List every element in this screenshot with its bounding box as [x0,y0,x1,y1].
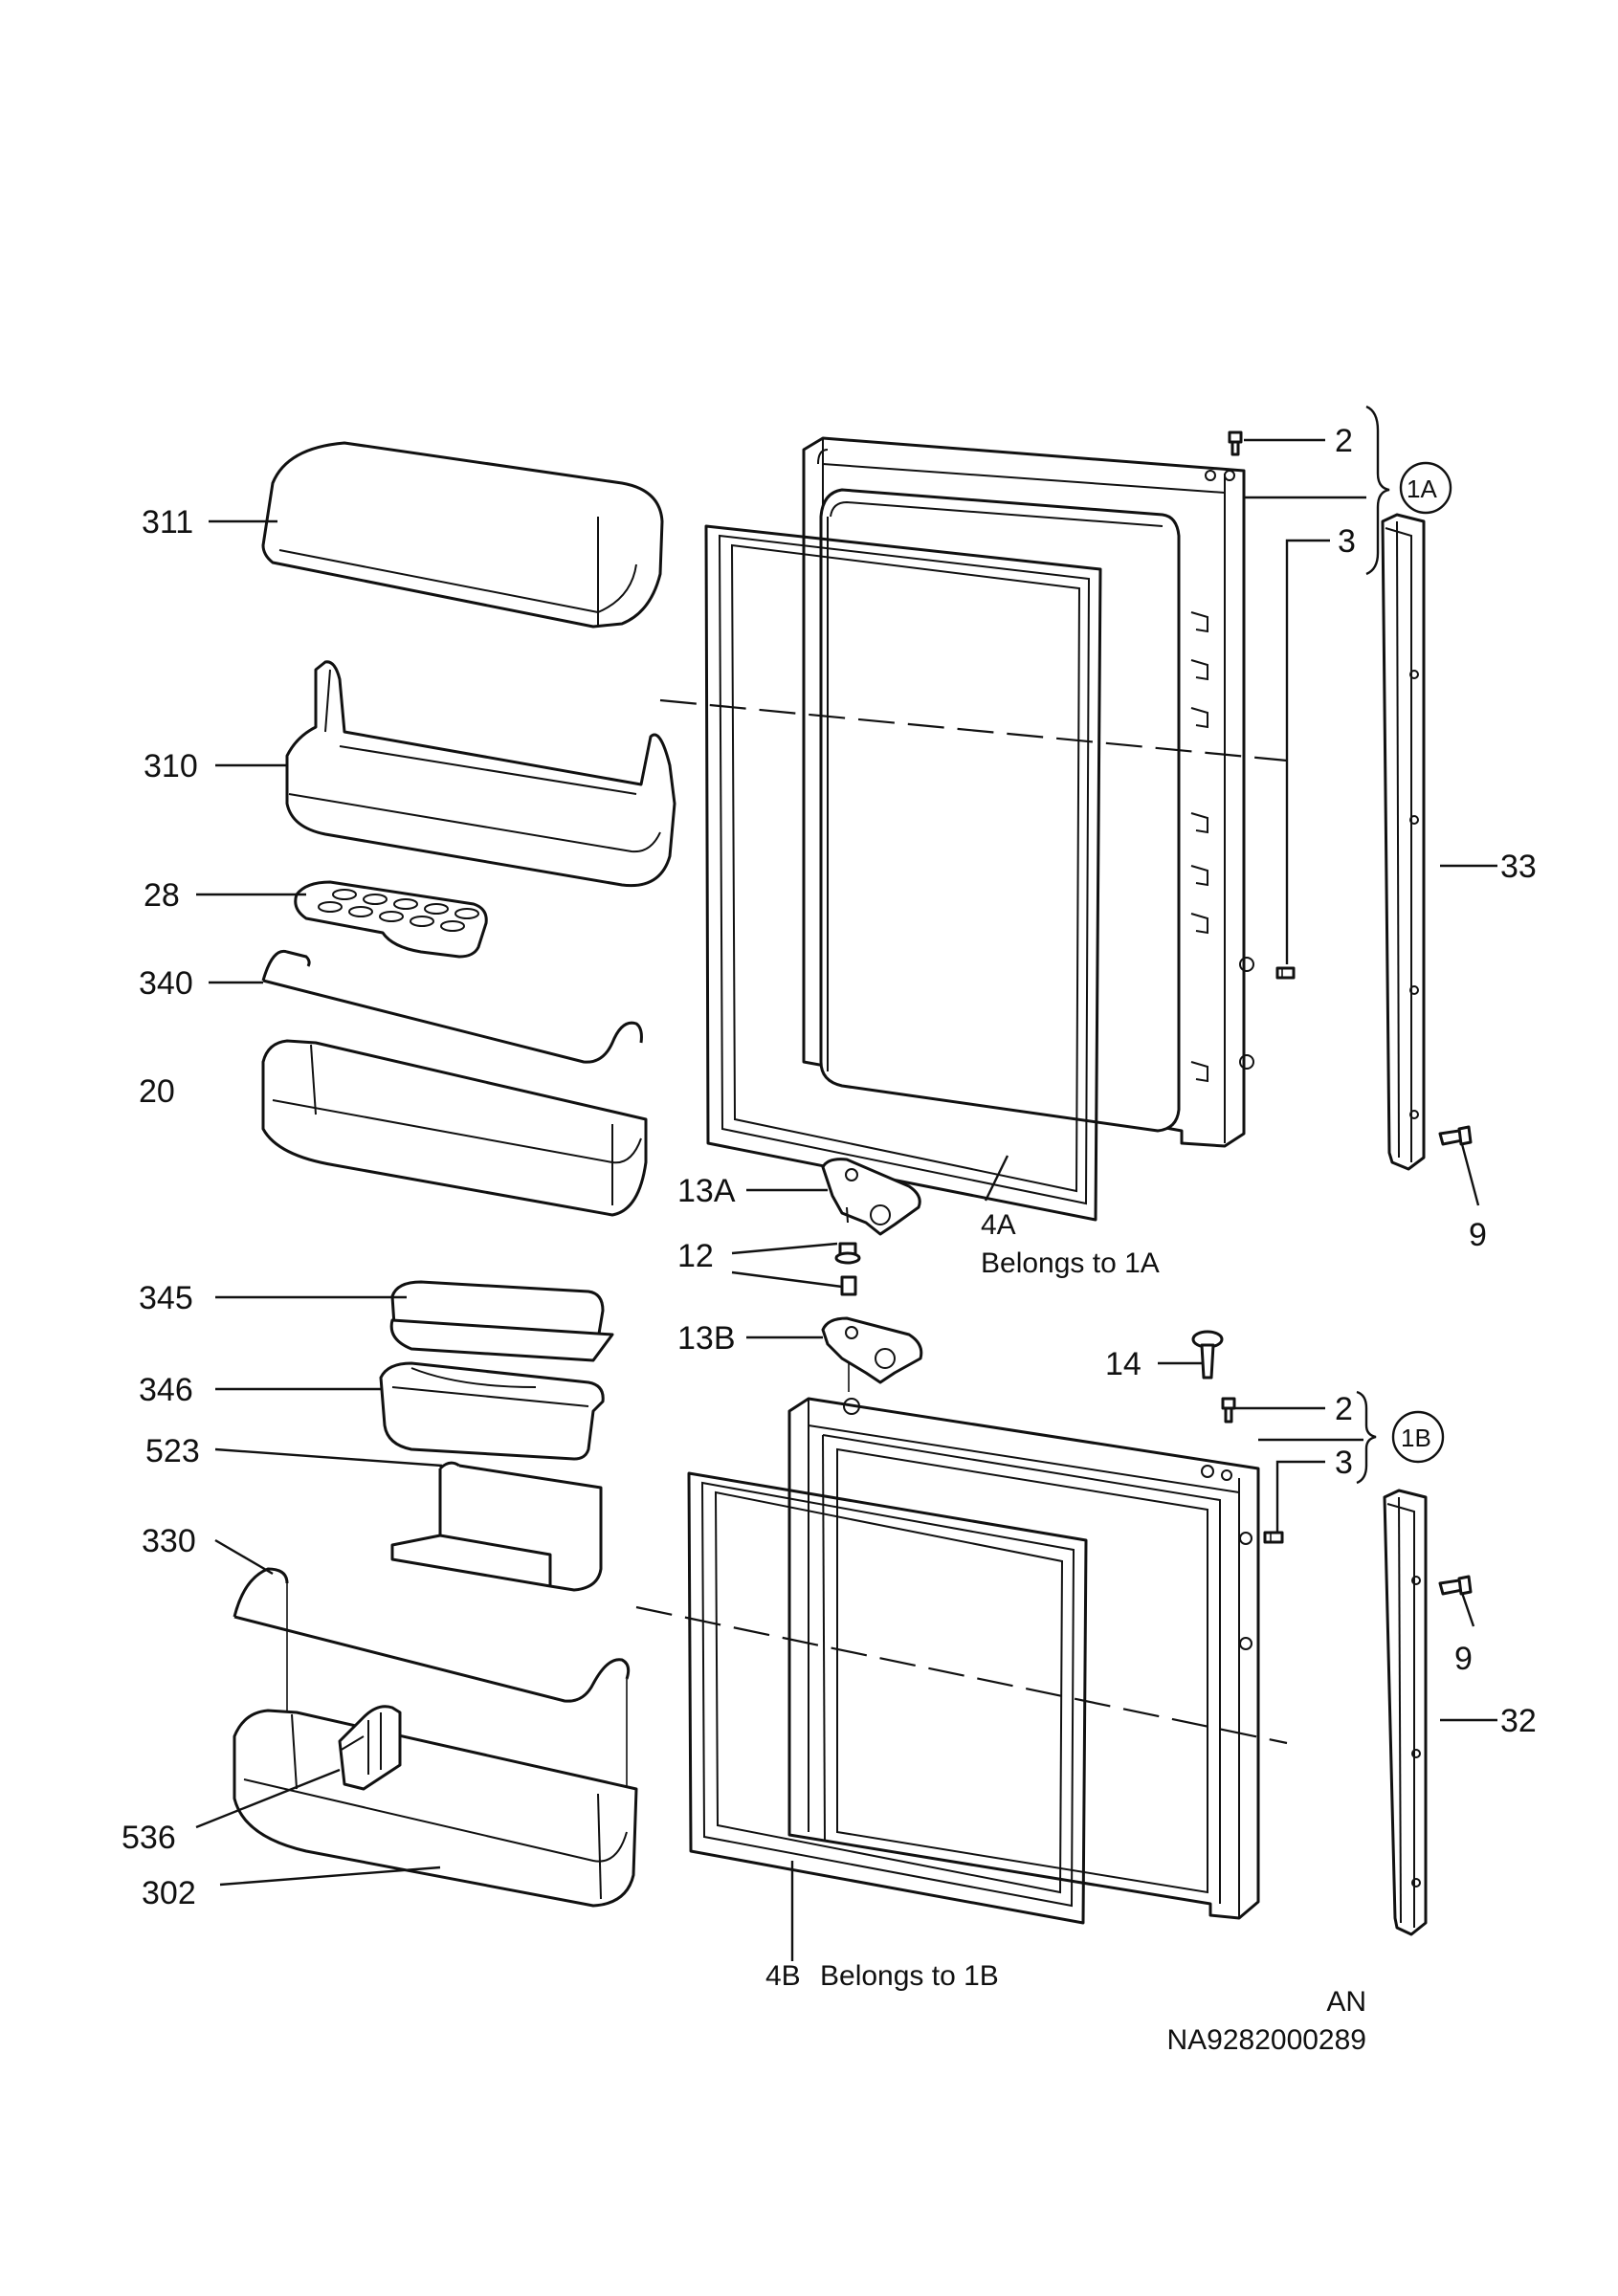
label-12: 12 [677,1238,714,1274]
label-340: 340 [139,965,193,1002]
label-3-upper: 3 [1338,523,1356,560]
label-330: 330 [142,1523,196,1559]
label-4a-note: Belongs to 1A [981,1247,1160,1279]
label-302: 302 [142,1875,196,1911]
part-1a-upper-door [802,436,1254,1148]
part-345-butter-lid [389,1280,614,1362]
footer-drawing-number: NA9282000289 [1166,2024,1366,2056]
circle-1a [1399,461,1452,515]
label-523: 523 [145,1433,200,1469]
label-32: 32 [1500,1703,1537,1739]
break-line-upper [659,698,1288,762]
part-12-hinge-pin [834,1242,861,1265]
part-9-upper-screw [1438,1125,1473,1146]
label-1a: 1A [1407,475,1437,503]
part-32-lower-trim [1383,1489,1428,1936]
part-3-lower-screw [1263,1531,1284,1544]
part-9-lower-screw [1438,1575,1473,1596]
part-311-dairy-lid [261,441,664,629]
label-9-upper: 9 [1469,1217,1487,1253]
part-3-upper-screw [1275,966,1296,980]
part-13a-upper-hinge [821,1158,921,1236]
part-536-bottle-stop [338,1705,402,1791]
label-311: 311 [142,504,193,541]
label-13b: 13B [677,1320,736,1357]
part-330-lower-wire-bar [233,1567,631,1799]
brace-1b [1356,1390,1377,1485]
label-33: 33 [1500,849,1537,885]
part-340-wire-bar [261,949,643,1064]
part-4b-lower-gasket [687,1471,1088,1925]
label-310: 310 [144,748,198,784]
part-523-wire-holder [390,1461,603,1592]
label-536: 536 [122,1820,176,1856]
label-346: 346 [139,1372,193,1408]
label-20: 20 [139,1073,175,1110]
leader-lines [195,438,1497,1961]
break-line-lower [635,1605,1288,1745]
label-14: 14 [1105,1346,1141,1382]
part-33-upper-trim [1381,513,1426,1171]
footer-code: AN [1326,1986,1366,2018]
label-2-upper: 2 [1335,423,1353,459]
label-9-lower: 9 [1454,1641,1473,1677]
part-20-upper-bottle-shelf [261,1039,648,1217]
label-1b: 1B [1401,1424,1431,1452]
part-4a-upper-gasket [704,524,1102,1222]
brace-1a [1365,405,1390,576]
part-13b-lower-hinge [821,1275,923,1392]
label-3-lower: 3 [1335,1445,1353,1481]
part-14-pin [1191,1330,1224,1380]
part-28-egg-tray [294,880,488,959]
label-4b-note: Belongs to 1B [820,1960,999,1992]
part-2-upper-screw [1228,430,1243,456]
part-346-butter-dish [379,1361,605,1461]
label-345: 345 [139,1280,193,1316]
part-302-lower-bottle-shelf [233,1709,638,1908]
circle-1b [1391,1410,1445,1464]
label-28: 28 [144,877,180,914]
label-2-lower: 2 [1335,1391,1353,1427]
part-2-lower-screw [1221,1397,1236,1424]
label-4b: 4B [765,1960,801,1992]
part-1b-lower-door [787,1397,1260,1920]
label-4a: 4A [981,1209,1016,1241]
part-310-door-shelf [285,660,676,888]
label-13a: 13A [677,1173,736,1209]
